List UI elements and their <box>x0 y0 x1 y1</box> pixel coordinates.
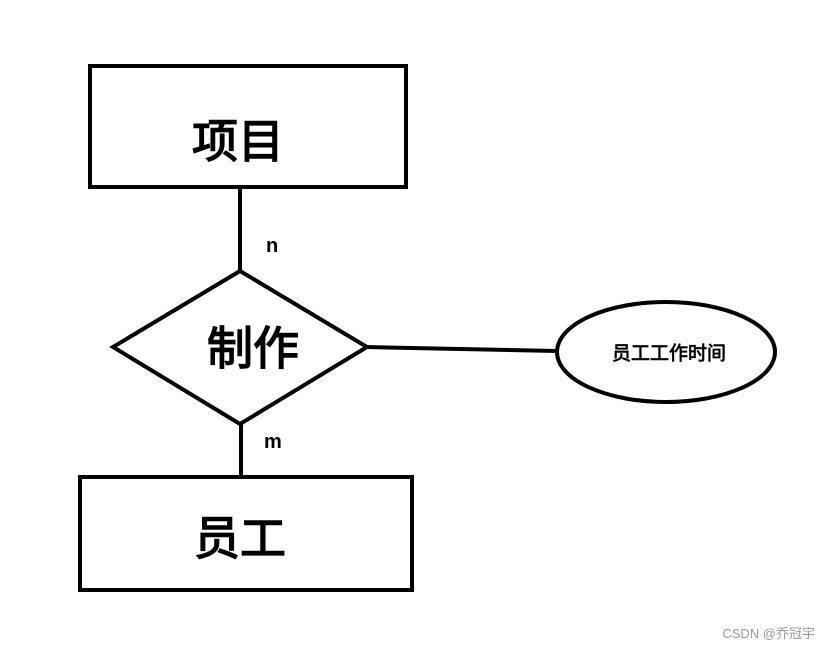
cardinality-project-side: n <box>266 235 278 257</box>
relationship-diamond <box>109 268 371 427</box>
edge-relationship-attribute <box>365 345 558 353</box>
cardinality-employee-side: m <box>264 431 282 453</box>
attribute-ellipse <box>555 300 777 404</box>
entity-employee-label: 员工 <box>194 512 286 566</box>
entity-project-label: 项目 <box>192 115 284 169</box>
relationship-label: 制作 <box>207 322 299 376</box>
watermark-text: CSDN @乔冠宇 <box>722 626 815 641</box>
attribute-label: 员工工作时间 <box>612 342 726 365</box>
entity-employee: 员工 <box>78 475 414 592</box>
attribute-work-time: 员工工作时间 <box>555 300 777 404</box>
entity-employee-box <box>78 475 414 592</box>
relationship-make: 制作 <box>109 268 371 427</box>
entity-project: 项目 <box>88 64 408 189</box>
entity-project-box <box>88 64 408 189</box>
